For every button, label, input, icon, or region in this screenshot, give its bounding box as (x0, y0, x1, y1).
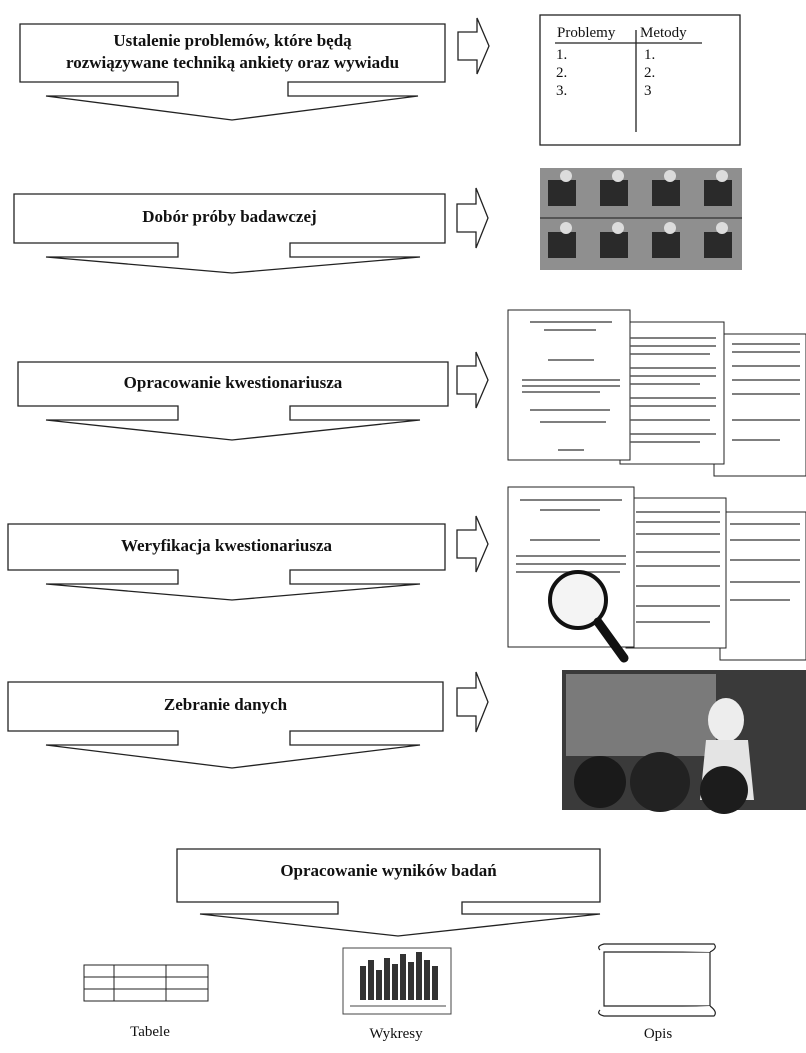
problem-item: 2. (556, 65, 568, 81)
scroll-icon (598, 943, 716, 1017)
step-5-label: Zebranie danych (163, 695, 288, 714)
description-caption: Opis (643, 1026, 673, 1042)
step-2-label: Dobór próby badawczej (142, 207, 317, 226)
right-arrow-5 (456, 671, 489, 733)
magnifier-icon (548, 570, 608, 630)
charts-caption: Wykresy (369, 1026, 423, 1042)
step-1-label: Ustalenie problemów, które będą rozwiązy… (65, 31, 400, 72)
step-4-label: Weryfikacja kwestionariusza (120, 536, 333, 555)
problems-column-header: Problemy (557, 25, 616, 41)
problems-table-frame (539, 14, 741, 146)
problem-item: 3. (556, 83, 568, 99)
right-arrow-2 (456, 187, 489, 249)
chart-icon (342, 947, 452, 1015)
final-step-box (176, 848, 601, 937)
step-3-label: Opracowanie kwestionariusza (123, 373, 343, 392)
right-arrow-4 (456, 515, 489, 573)
right-arrow-1 (457, 17, 490, 75)
step-5-box (7, 681, 444, 769)
questionnaire-pages (507, 309, 806, 477)
right-arrow-3 (456, 351, 489, 409)
methods-column-header: Metody (640, 25, 687, 41)
step-3-box (17, 361, 449, 441)
method-item: 1. (644, 47, 656, 63)
classroom-photo (562, 670, 806, 814)
questionnaire-verification (507, 486, 806, 663)
final-step-label: Opracowanie wyników badań (280, 861, 497, 880)
sample-photo-grid (540, 168, 742, 270)
tables-caption: Tabele (130, 1024, 170, 1040)
step-4-box (7, 523, 446, 601)
step-2-box (13, 193, 446, 274)
table-icon (83, 964, 209, 1002)
method-item: 2. (644, 65, 656, 81)
step-1-box (19, 23, 446, 121)
method-item: 3 (644, 83, 652, 99)
problem-item: 1. (556, 47, 568, 63)
